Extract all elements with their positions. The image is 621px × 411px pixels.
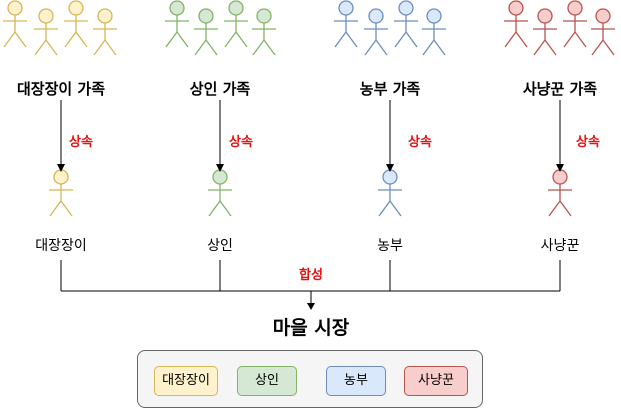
family-actor-hunter-icon — [504, 0, 528, 48]
arrowhead — [216, 164, 224, 172]
family-actor-blacksmith-icon — [93, 8, 117, 56]
legend-chip-merchant: 상인 — [237, 366, 297, 396]
family-actor-farmer-icon — [364, 8, 388, 56]
family-label-hunter: 사냥꾼 가족 — [522, 80, 598, 98]
family-actor-farmer-icon — [394, 0, 418, 48]
family-actor-blacksmith-icon — [34, 8, 58, 56]
inherit-label: 상속 — [229, 135, 253, 150]
inherit-label: 상속 — [408, 135, 432, 150]
individual-label-farmer: 농부 — [377, 238, 403, 254]
arrowhead — [307, 303, 315, 310]
individual-actor-blacksmith-icon — [49, 169, 73, 217]
family-actor-merchant-icon — [252, 8, 276, 56]
market-title: 마을 시장 — [272, 317, 350, 339]
arrowhead — [556, 164, 564, 172]
family-actor-blacksmith-icon — [3, 0, 27, 48]
connector-lines — [57, 100, 564, 310]
synthesis-label: 합성 — [299, 268, 323, 283]
arrowhead — [386, 164, 394, 172]
individual-actor-farmer-icon — [378, 169, 402, 217]
inherit-label: 상속 — [576, 135, 600, 150]
family-actor-blacksmith-icon — [64, 0, 88, 48]
individual-label-hunter: 사냥꾼 — [540, 238, 580, 254]
family-actor-farmer-icon — [422, 8, 446, 56]
family-actor-merchant-icon — [224, 0, 248, 48]
actor-figures — [3, 0, 615, 217]
family-label-blacksmith: 대장장이 가족 — [16, 80, 106, 98]
family-actor-merchant-icon — [194, 8, 218, 56]
market-legend-box: 대장장이 상인 농부 사냥꾼 — [137, 350, 483, 408]
family-label-farmer: 농부 가족 — [359, 80, 421, 98]
family-actor-farmer-icon — [334, 0, 358, 48]
family-actor-hunter-icon — [591, 8, 615, 56]
legend-chip-farmer: 농부 — [326, 366, 386, 396]
individual-actor-hunter-icon — [548, 169, 572, 217]
family-actor-hunter-icon — [533, 8, 557, 56]
family-actor-merchant-icon — [165, 0, 189, 48]
individual-actor-merchant-icon — [208, 169, 232, 217]
family-actor-hunter-icon — [563, 0, 587, 48]
individual-label-blacksmith: 대장장이 — [35, 238, 87, 254]
legend-chip-blacksmith: 대장장이 — [154, 366, 218, 396]
arrowhead — [57, 164, 65, 172]
legend-chip-hunter: 사냥꾼 — [404, 366, 468, 396]
individual-label-merchant: 상인 — [207, 238, 233, 254]
family-label-merchant: 상인 가족 — [189, 80, 251, 98]
inherit-label: 상속 — [69, 135, 93, 150]
